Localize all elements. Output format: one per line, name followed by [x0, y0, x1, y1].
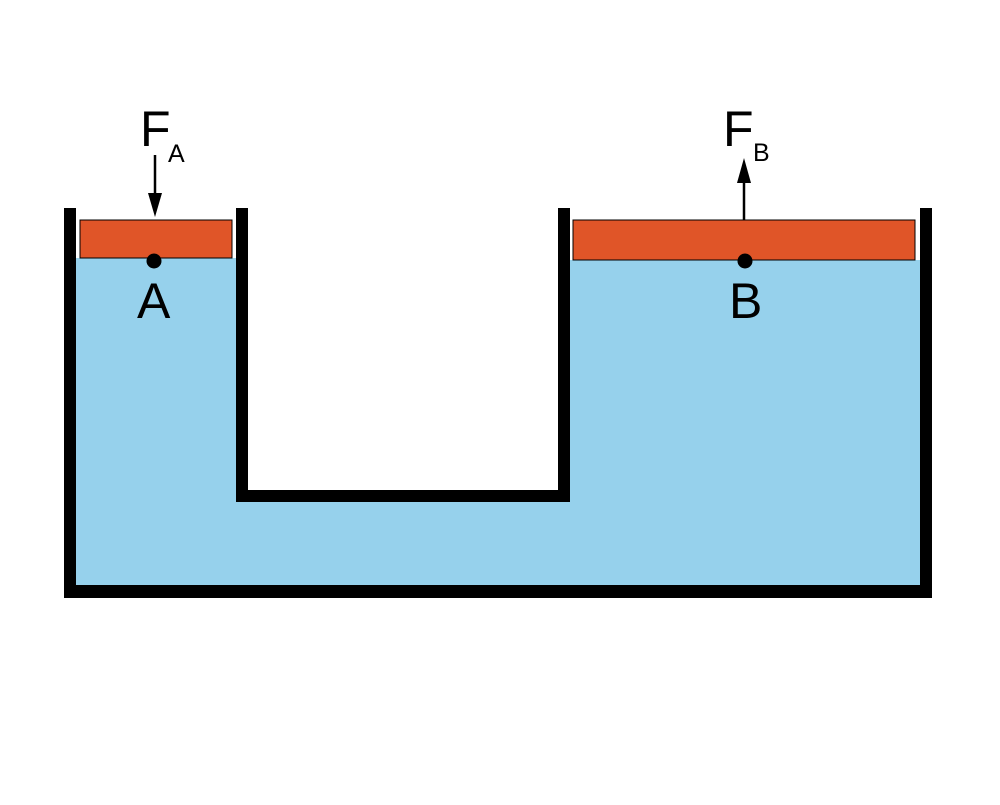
force-a-label: F [140, 101, 171, 157]
force-b-label: F [723, 101, 754, 157]
piston-a [79, 219, 233, 259]
force-b-arrow [737, 158, 751, 220]
force-a-arrow [148, 155, 162, 217]
point-b-dot [737, 253, 753, 269]
fluid [76, 258, 922, 585]
bottom-wall [64, 585, 932, 598]
point-b-label: B [729, 273, 762, 329]
force-b-subscript: B [753, 139, 770, 167]
point-a-dot [146, 253, 162, 269]
middle-bottom-wall [236, 490, 570, 502]
right-inner-wall [558, 208, 570, 502]
container [64, 208, 932, 598]
left-inner-wall [236, 208, 248, 502]
point-a-label: A [137, 273, 171, 329]
force-a-subscript: A [168, 140, 185, 168]
right-outer-wall [920, 208, 932, 598]
left-outer-wall [64, 208, 76, 598]
